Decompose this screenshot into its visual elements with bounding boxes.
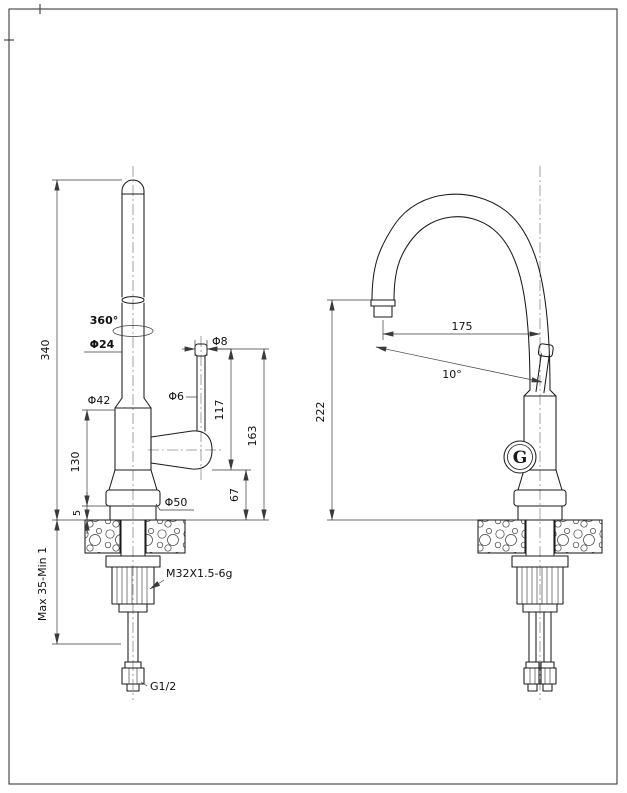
side-view: G (314, 166, 603, 700)
dim-spout-height: 222 (314, 402, 327, 423)
aerator (373, 305, 393, 318)
drawing-frame (4, 4, 618, 785)
label-inlet-thread: G1/2 (150, 680, 176, 693)
dim-spout-angle: 10° (442, 368, 462, 381)
side-spout (370, 193, 551, 391)
front-view: 340 360° Φ24 Φ42 130 5 Max 35-Min 1 Φ50 … (36, 166, 269, 700)
dim-handle-height: 117 (213, 400, 226, 421)
side-dimensions: 175 10° 222 (314, 299, 543, 521)
swivel-symbol (112, 325, 154, 337)
dim-base-diameter: Φ50 (165, 496, 188, 509)
side-countertop (477, 519, 603, 554)
front-countertop (84, 519, 186, 554)
dim-mounting-thickness: Max 35-Min 1 (36, 547, 49, 621)
side-body (513, 389, 567, 521)
logo-letter: G (513, 448, 528, 468)
dim-handle-stem-diameter: Φ6 (168, 390, 184, 403)
front-dimensions: 340 360° Φ24 Φ42 130 5 Max 35-Min 1 Φ50 … (36, 179, 269, 693)
dim-body-height: 130 (69, 452, 82, 473)
dim-base-gasket: 5 (72, 510, 83, 516)
front-spout (112, 179, 154, 409)
label-shank-thread: M32X1.5-6g (166, 567, 232, 580)
front-centerlines (132, 166, 224, 700)
dim-body-diameter: Φ42 (88, 394, 111, 407)
dim-total-height: 340 (39, 340, 52, 361)
dim-handle-joint-height: 67 (228, 488, 241, 502)
dim-handle-cap-diameter: Φ8 (212, 335, 228, 348)
side-handle (535, 343, 554, 394)
front-handle (150, 343, 213, 470)
dim-spout-reach: 175 (452, 320, 473, 333)
dim-spout-diameter: Φ24 (90, 338, 115, 351)
dim-swivel-angle: 360° (90, 314, 118, 327)
side-mounting-hardware (511, 519, 569, 692)
dim-handle-top-height: 163 (246, 426, 259, 447)
brand-logo: G (503, 440, 537, 474)
